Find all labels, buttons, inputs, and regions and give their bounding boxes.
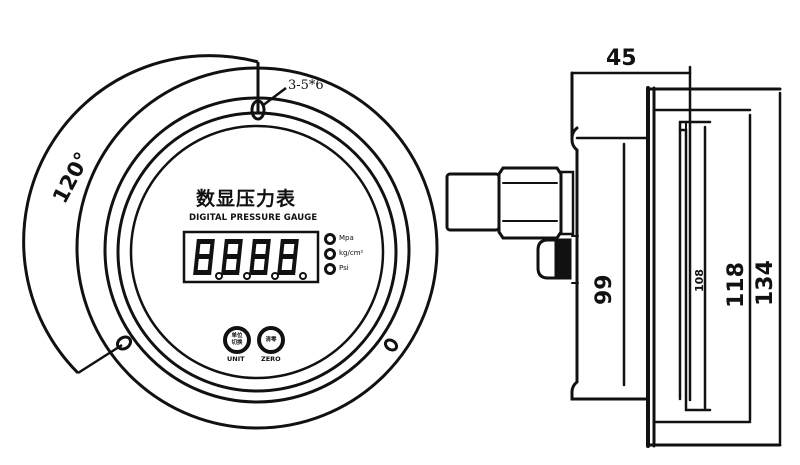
cable-gland <box>536 238 572 280</box>
hex-nut <box>497 166 563 240</box>
dim-depth-label: 45 <box>606 46 637 71</box>
fitting-stub <box>445 172 501 232</box>
unit-button-text-1: 单位 <box>231 333 243 339</box>
lcd-digit-3 <box>249 239 271 275</box>
gauge-title-en: DIGITAL PRESSURE GAUGE <box>189 213 318 223</box>
zero-button-caption: ZERO <box>261 355 281 363</box>
dim-99-label: 99 <box>592 274 617 305</box>
unit-button-text-2: 切换 <box>231 340 243 346</box>
unit-label-psi: Psi <box>339 264 349 272</box>
gauge-title-cn: 数显压力表 <box>196 188 297 210</box>
unit-label-mpa: Mpa <box>339 234 354 242</box>
lcd-digit-1 <box>193 239 215 275</box>
mounting-hole-top <box>250 99 266 121</box>
unit-label-kgcm2: kg/cm² <box>339 249 364 257</box>
zero-button-ring <box>257 326 285 354</box>
lcd-digit-2 <box>221 239 243 275</box>
unit-button-caption: UNIT <box>227 355 245 363</box>
zero-button-text: 清零 <box>265 337 277 343</box>
dim-134-label: 134 <box>753 260 778 306</box>
mounting-hole-spec: 3-5*6 <box>288 78 324 93</box>
lcd-display-frame <box>182 230 320 284</box>
gauge-body <box>570 71 650 401</box>
dim-108-label: 108 <box>693 269 706 292</box>
angle-dimension-arc <box>22 54 259 375</box>
mounting-hole-left <box>115 335 133 351</box>
second-ring-circle <box>103 96 411 404</box>
unit-button[interactable]: 单位 切换 <box>229 333 245 347</box>
dim-118-label: 118 <box>724 262 749 308</box>
mounting-hole-right <box>383 338 399 352</box>
zero-button[interactable]: 清零 <box>263 337 279 344</box>
lcd-digit-4 <box>277 239 299 275</box>
unit-button-ring <box>223 326 251 354</box>
face-circle <box>129 124 385 380</box>
